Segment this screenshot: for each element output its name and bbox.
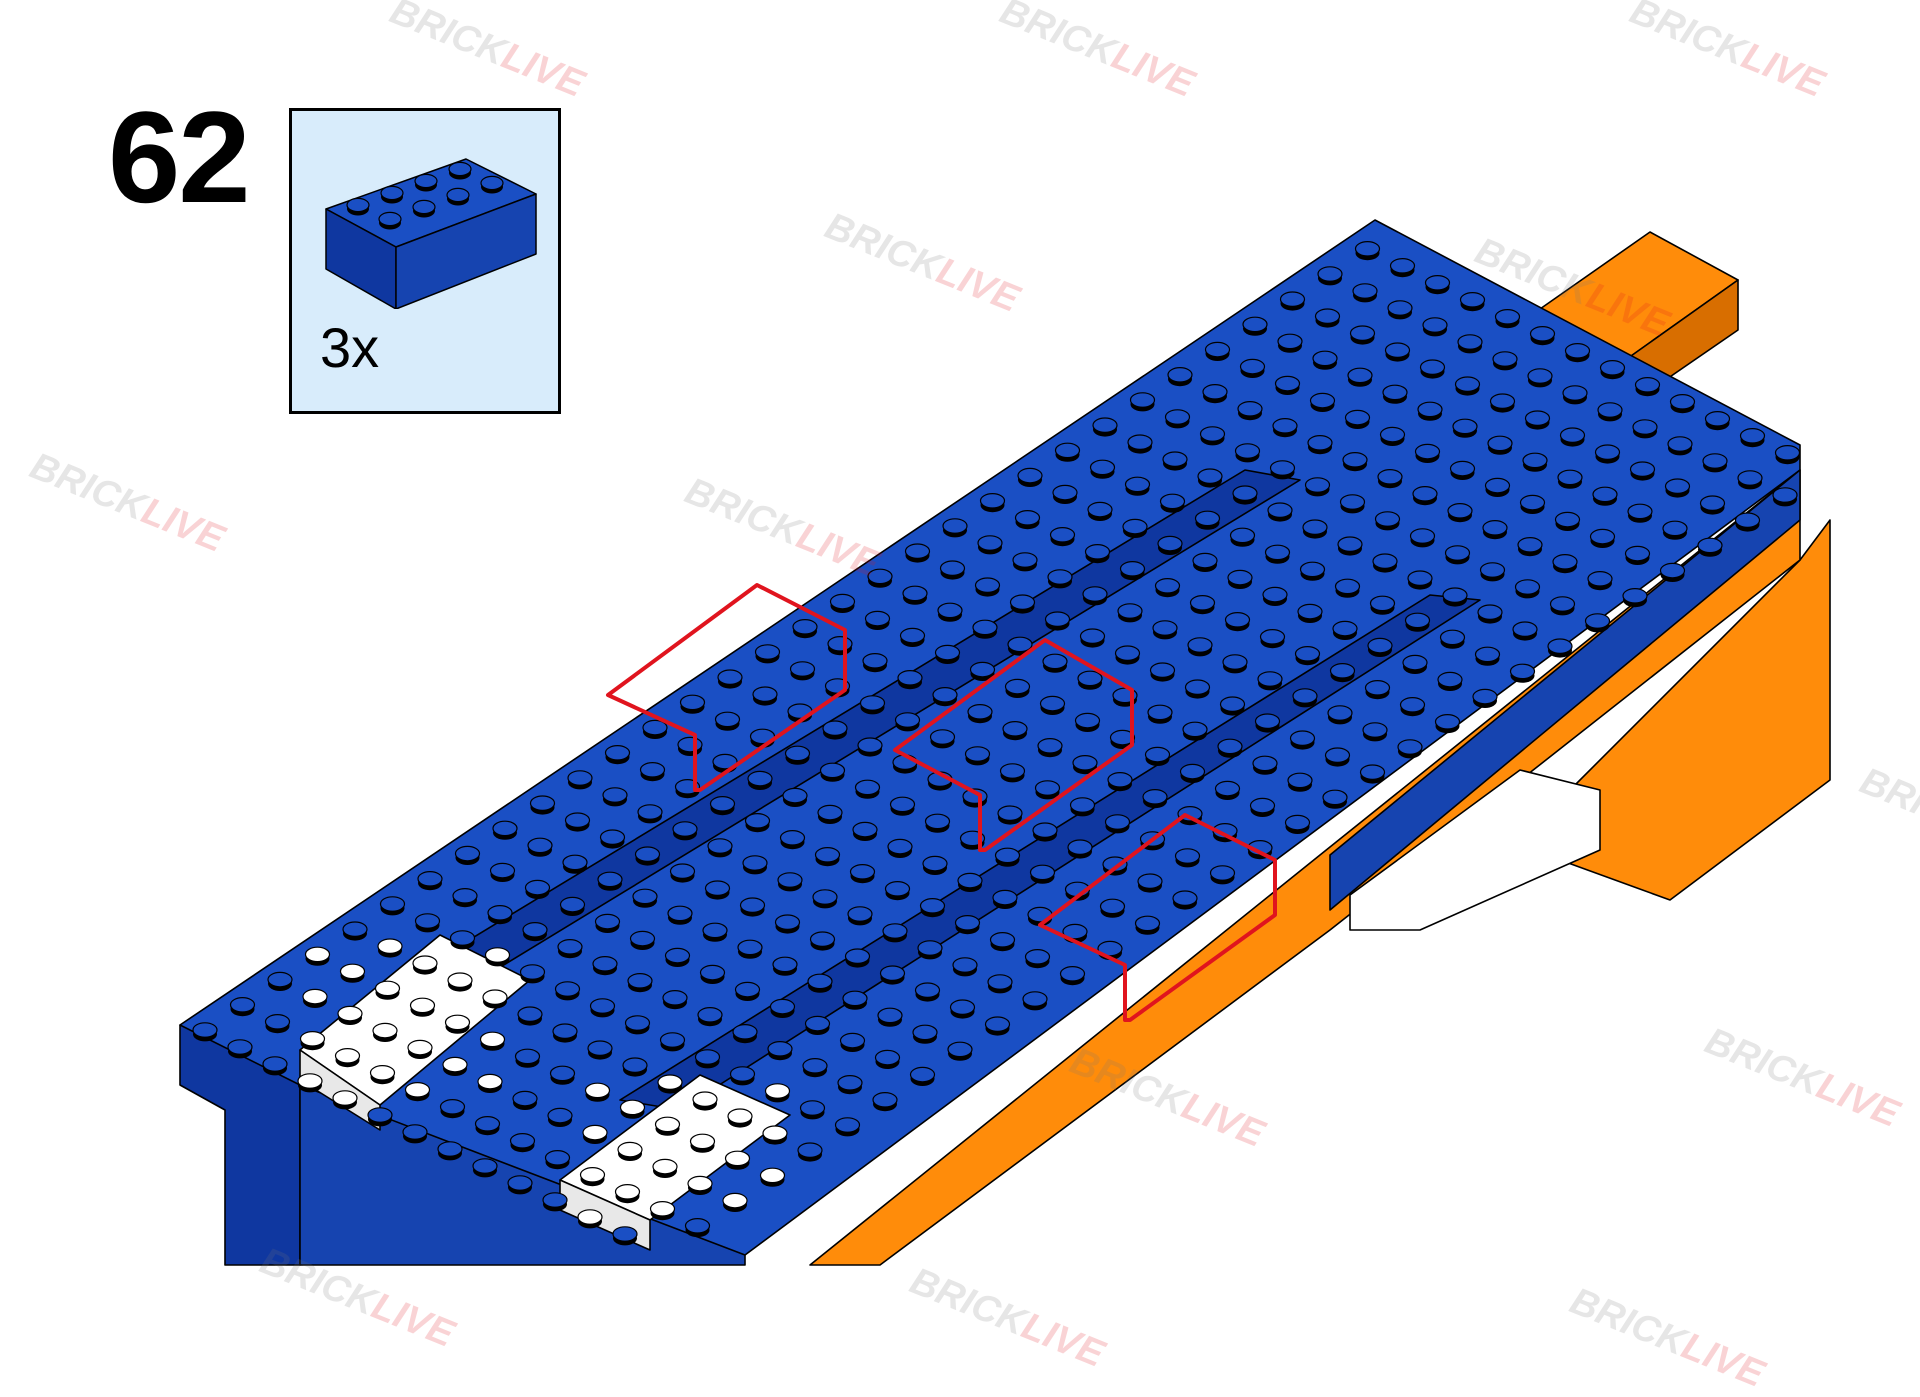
highlight-new-brick-1 <box>606 583 847 792</box>
model-assembly-illustration <box>179 219 1831 1266</box>
model-studs <box>192 241 1801 1246</box>
highlight-new-brick-2 <box>893 638 1134 852</box>
part-quantity: 3x <box>320 316 380 379</box>
highlight-new-brick-3 <box>1038 813 1277 1022</box>
part-front-face <box>325 208 397 309</box>
orange-front-wall <box>809 469 1801 1266</box>
white-side-brick <box>1349 769 1601 931</box>
part-studs <box>346 161 504 230</box>
white-plate-left-side <box>299 1049 381 1131</box>
brick-2x4-part-icon <box>325 158 537 309</box>
step-number: 62 <box>108 84 251 230</box>
part-side-face <box>395 193 537 309</box>
parts-list-panel: 3x <box>289 108 561 414</box>
